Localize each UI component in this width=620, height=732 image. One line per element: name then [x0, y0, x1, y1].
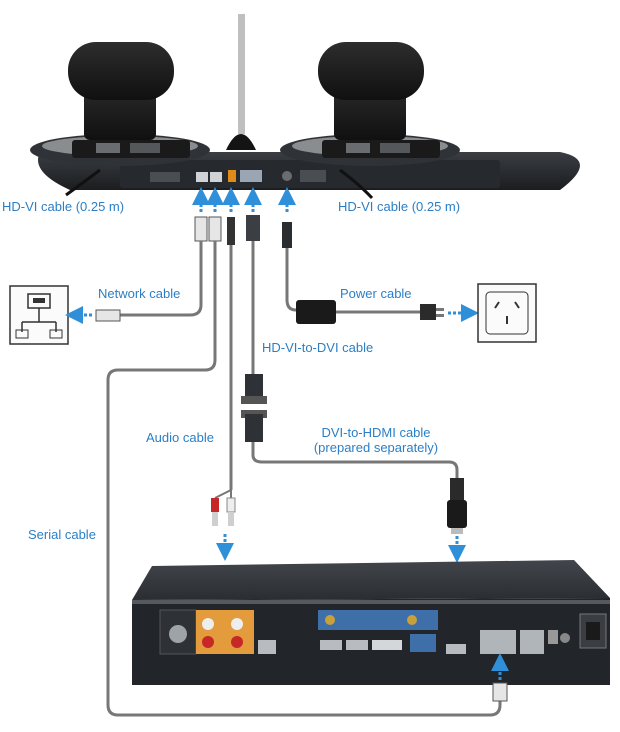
hdmi-connector — [447, 478, 467, 534]
codec-input-arrows — [216, 534, 466, 563]
serial-cable-label: Serial cable — [28, 527, 96, 542]
hd-vi-cable-right-label: HD-VI cable (0.25 m) — [338, 199, 461, 214]
dvi-to-hdmi-cable-label: DVI-to-HDMI cable (prepared separately) — [296, 425, 456, 455]
right-camera — [280, 42, 460, 166]
rj45-plug-network — [95, 309, 121, 322]
power-socket-icon — [477, 283, 537, 343]
cables — [106, 241, 502, 717]
base-rear-ports — [150, 170, 326, 182]
base-connectors — [194, 215, 292, 248]
rca-plugs — [211, 489, 236, 526]
power-cable-label: Power cable — [340, 286, 412, 301]
hd-vi-cable-left-label: HD-VI cable (0.25 m) — [2, 199, 125, 214]
codec-box — [132, 560, 610, 685]
base-input-arrows — [192, 187, 296, 212]
serial-arrow — [491, 653, 509, 702]
dvi-to-hdmi-line2: (prepared separately) — [313, 440, 439, 455]
camera-base-unit — [30, 14, 580, 200]
antenna — [226, 14, 256, 150]
audio-cable-label: Audio cable — [146, 430, 214, 445]
hd-vi-to-dvi-cable-label: HD-VI-to-DVI cable — [262, 340, 374, 355]
power-adapter — [296, 300, 444, 324]
dvi-connector-pair — [241, 374, 267, 442]
network-cable-label: Network cable — [98, 286, 181, 301]
network-port-icon — [9, 285, 69, 345]
dvi-to-hdmi-line1: DVI-to-HDMI cable — [321, 425, 431, 440]
left-camera — [30, 42, 210, 166]
